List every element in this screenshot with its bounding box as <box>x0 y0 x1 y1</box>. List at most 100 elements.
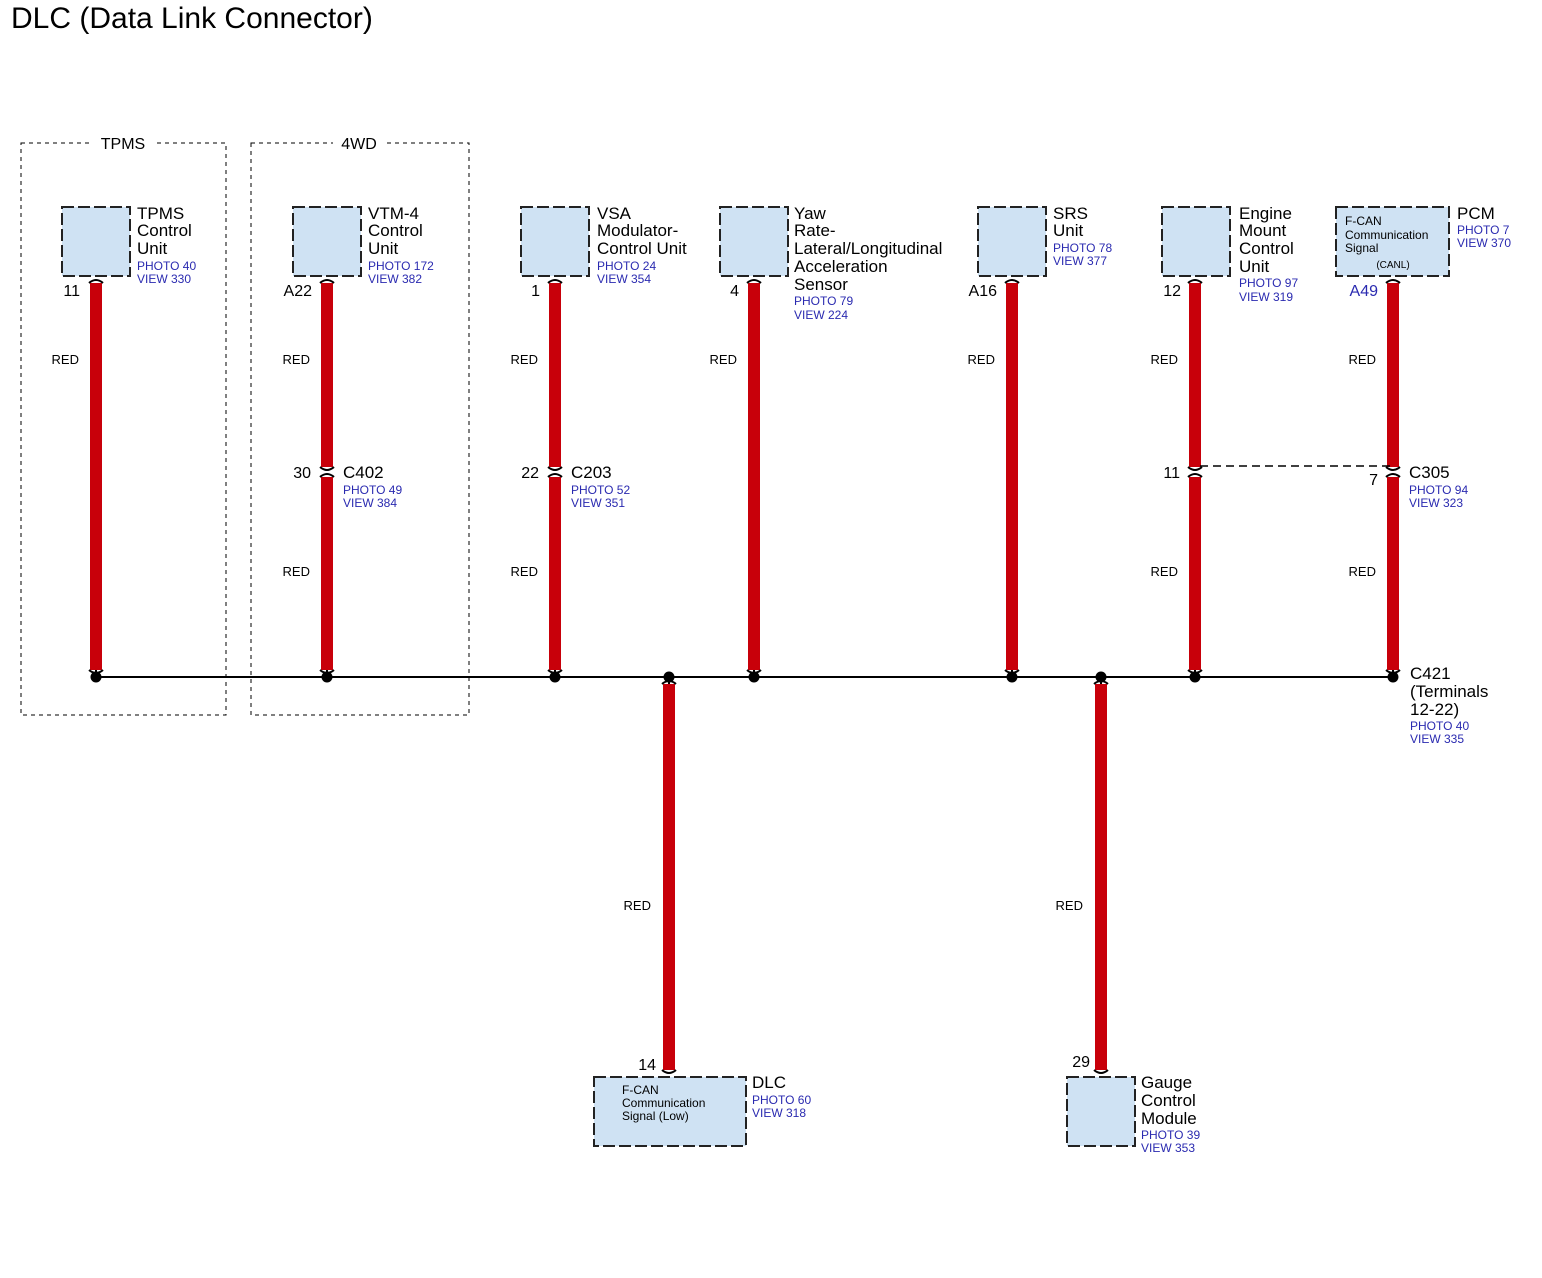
svg-text:(CANL): (CANL) <box>1376 260 1409 271</box>
wire-segment <box>549 477 561 670</box>
splice-dot <box>1387 671 1399 683</box>
wire-segment <box>549 283 561 467</box>
splice-dot <box>663 671 675 683</box>
wire-segment <box>321 283 333 467</box>
svg-text:7: 7 <box>1369 472 1378 489</box>
4wd-group: 4WD <box>250 132 470 716</box>
wire-color-label: RED <box>1151 352 1178 367</box>
wire-color-label: RED <box>1151 564 1178 579</box>
tpms-group: TPMS <box>20 132 227 716</box>
wire-color-label: RED <box>1349 564 1376 579</box>
pin-label: A16 <box>969 283 998 300</box>
pin-label: 14 <box>638 1057 656 1074</box>
wire-color-label: RED <box>52 352 79 367</box>
splice-dot <box>321 671 333 683</box>
splice-dot <box>1006 671 1018 683</box>
wire-segment <box>1006 283 1018 670</box>
pin-label: A49 <box>1350 283 1379 300</box>
wire-6: RED RED <box>1349 279 1401 683</box>
wire-segment <box>1387 283 1399 467</box>
wire-8: RED <box>1056 671 1109 1074</box>
wire-color-label: RED <box>511 564 538 579</box>
svg-text:30: 30 <box>293 465 311 482</box>
wire-color-label: RED <box>283 352 310 367</box>
wire-segment <box>1189 283 1201 467</box>
splice-dot <box>1189 671 1201 683</box>
wire-color-label: RED <box>1349 352 1376 367</box>
tpms-group-label: TPMS <box>101 136 145 153</box>
wire-color-label: RED <box>624 898 651 913</box>
wire-7: RED <box>624 671 677 1074</box>
wire-segment <box>1387 477 1399 670</box>
svg-text:C305: C305 <box>1409 463 1450 482</box>
pin-label: 11 <box>63 283 80 300</box>
splice-dot <box>748 671 760 683</box>
wire-segment <box>321 477 333 670</box>
wire-color-label: RED <box>710 352 737 367</box>
svg-text:22: 22 <box>521 465 539 482</box>
page-title: DLC (Data Link Connector) <box>11 2 373 35</box>
svg-text:C203: C203 <box>571 463 612 482</box>
wire-5: RED RED <box>1151 279 1203 683</box>
wire-3: RED <box>710 279 762 683</box>
wire-4: RED <box>968 279 1020 683</box>
pin-label: 29 <box>1072 1054 1090 1071</box>
svg-text:11: 11 <box>1163 465 1180 482</box>
wire-segment <box>90 283 102 670</box>
wire-2: RED RED <box>511 279 563 683</box>
wire-color-label: RED <box>968 352 995 367</box>
wire-0: RED <box>52 279 104 683</box>
splice-dot <box>90 671 102 683</box>
wire-segment <box>748 283 760 670</box>
svg-text:DLC: DLC <box>752 1073 786 1092</box>
splice-dot <box>1095 671 1107 683</box>
wire-segment <box>663 684 675 1070</box>
wire-segment <box>1095 684 1107 1070</box>
pin-label: 1 <box>531 283 540 300</box>
pin-label: A22 <box>284 283 313 300</box>
splice-dot <box>549 671 561 683</box>
4wd-group-label: 4WD <box>341 136 377 153</box>
pin-label: 12 <box>1163 283 1181 300</box>
pin-label: 4 <box>730 283 739 300</box>
wire-color-label: RED <box>511 352 538 367</box>
wire-color-label: RED <box>1056 898 1083 913</box>
svg-text:C402: C402 <box>343 463 384 482</box>
